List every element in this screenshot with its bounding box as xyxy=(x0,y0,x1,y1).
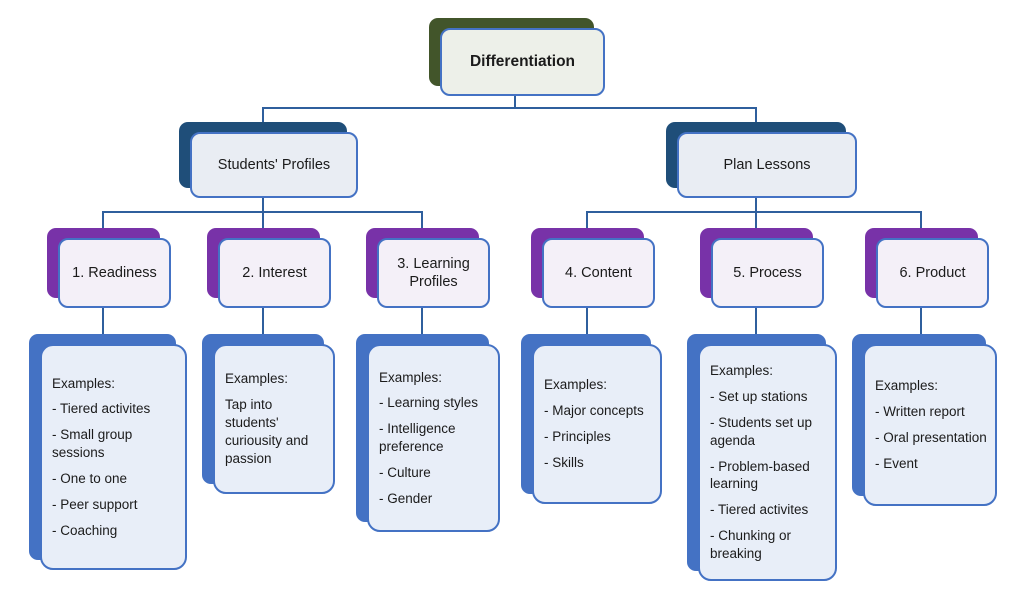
examples-process: Examples: - Set up stations - Students se… xyxy=(687,334,837,581)
node-content-label: 4. Content xyxy=(542,238,655,308)
connector-line xyxy=(102,308,104,334)
examples-title: Examples: xyxy=(225,371,289,387)
example-item: - Coaching xyxy=(52,522,118,538)
examples-list: - Major concepts - Principles - Skills xyxy=(544,394,644,471)
example-item: - Skills xyxy=(544,454,584,470)
example-item: - Oral presentation xyxy=(875,430,987,445)
node-students-profiles: Students' Profiles xyxy=(179,122,358,198)
connector-line xyxy=(920,308,922,334)
node-learning-profiles-label: 3. Learning Profiles xyxy=(377,238,490,308)
examples-readiness: Examples: - Tiered activites - Small grou… xyxy=(29,334,187,570)
node-learning-profiles: 3. Learning Profiles xyxy=(366,228,490,308)
connector-line xyxy=(514,96,516,108)
node-readiness-label: 1. Readiness xyxy=(58,238,171,308)
examples-product: Examples: - Written report - Oral present… xyxy=(852,334,997,506)
example-item: - Learning styles xyxy=(379,395,479,411)
node-readiness: 1. Readiness xyxy=(47,228,171,308)
examples-list: Tap into students' curiousity and passio… xyxy=(225,388,326,467)
connector-line xyxy=(586,308,588,334)
example-item: - Intelligence preference xyxy=(379,421,456,454)
connector-line xyxy=(262,198,264,212)
examples-list: - Tiered activites - Small group sessions… xyxy=(52,392,178,539)
node-plan-lessons-label: Plan Lessons xyxy=(677,132,857,198)
example-item: - Small group sessions xyxy=(52,427,133,461)
connector-line xyxy=(421,308,423,334)
example-item: - Principles xyxy=(544,429,611,444)
node-content: 4. Content xyxy=(531,228,655,308)
example-item: - Tiered activites xyxy=(710,502,809,518)
connector-line xyxy=(755,211,757,230)
examples-list: - Learning styles - Intelligence preferen… xyxy=(379,386,491,507)
examples-list: - Written report - Oral presentation - Eve… xyxy=(875,395,987,472)
connector-line xyxy=(755,198,757,212)
connector-line xyxy=(102,211,104,230)
examples-content: Examples: - Major concepts- Principles- … xyxy=(521,334,662,504)
node-interest: 2. Interest xyxy=(207,228,331,308)
example-item: - One to one xyxy=(52,470,128,486)
example-item: - Major concepts xyxy=(544,403,644,419)
connector-line xyxy=(421,211,423,230)
example-item: - Chunking or breaking xyxy=(710,528,792,561)
example-item: Tap into students' curiousity and passio… xyxy=(225,397,309,466)
node-product: 6. Product xyxy=(865,228,989,308)
node-differentiation-label: Differentiation xyxy=(440,28,605,96)
example-item: - Written report xyxy=(875,404,965,420)
examples-title: Examples: xyxy=(710,363,774,379)
example-item: - Set up stations xyxy=(710,389,808,405)
connector-line xyxy=(262,211,264,230)
node-differentiation: Differentiation xyxy=(429,18,605,96)
node-process-label: 5. Process xyxy=(711,238,824,308)
examples-title: Examples: xyxy=(544,377,608,393)
connector-line xyxy=(262,308,264,334)
example-item: - Culture xyxy=(379,464,431,480)
examples-title: Examples: xyxy=(379,369,443,385)
example-item: - Problem-based learning xyxy=(710,458,810,492)
example-item: - Gender xyxy=(379,490,433,506)
connector-line xyxy=(920,211,922,230)
connector-line xyxy=(755,107,757,122)
examples-list: - Set up stations - Students set up agend… xyxy=(710,380,828,563)
example-item: - Students set up agenda xyxy=(710,414,813,448)
example-item: - Event xyxy=(875,455,918,471)
connector-line xyxy=(262,107,264,122)
node-interest-label: 2. Interest xyxy=(218,238,331,308)
node-product-label: 6. Product xyxy=(876,238,989,308)
connector-line xyxy=(586,211,588,230)
examples-title: Examples: xyxy=(52,375,116,391)
connector-line xyxy=(262,107,757,109)
node-process: 5. Process xyxy=(700,228,824,308)
examples-learning-profiles: Examples: - Learning styles - Intelligenc… xyxy=(356,334,500,532)
connector-line xyxy=(755,308,757,334)
examples-interest: Examples: Tap into students' curiousity … xyxy=(202,334,335,494)
connector-line xyxy=(586,211,922,213)
node-students-profiles-label: Students' Profiles xyxy=(190,132,358,198)
example-item: - Peer support xyxy=(52,496,138,512)
node-plan-lessons: Plan Lessons xyxy=(666,122,857,198)
example-item: - Tiered activites xyxy=(52,401,151,417)
examples-title: Examples: xyxy=(875,378,939,394)
